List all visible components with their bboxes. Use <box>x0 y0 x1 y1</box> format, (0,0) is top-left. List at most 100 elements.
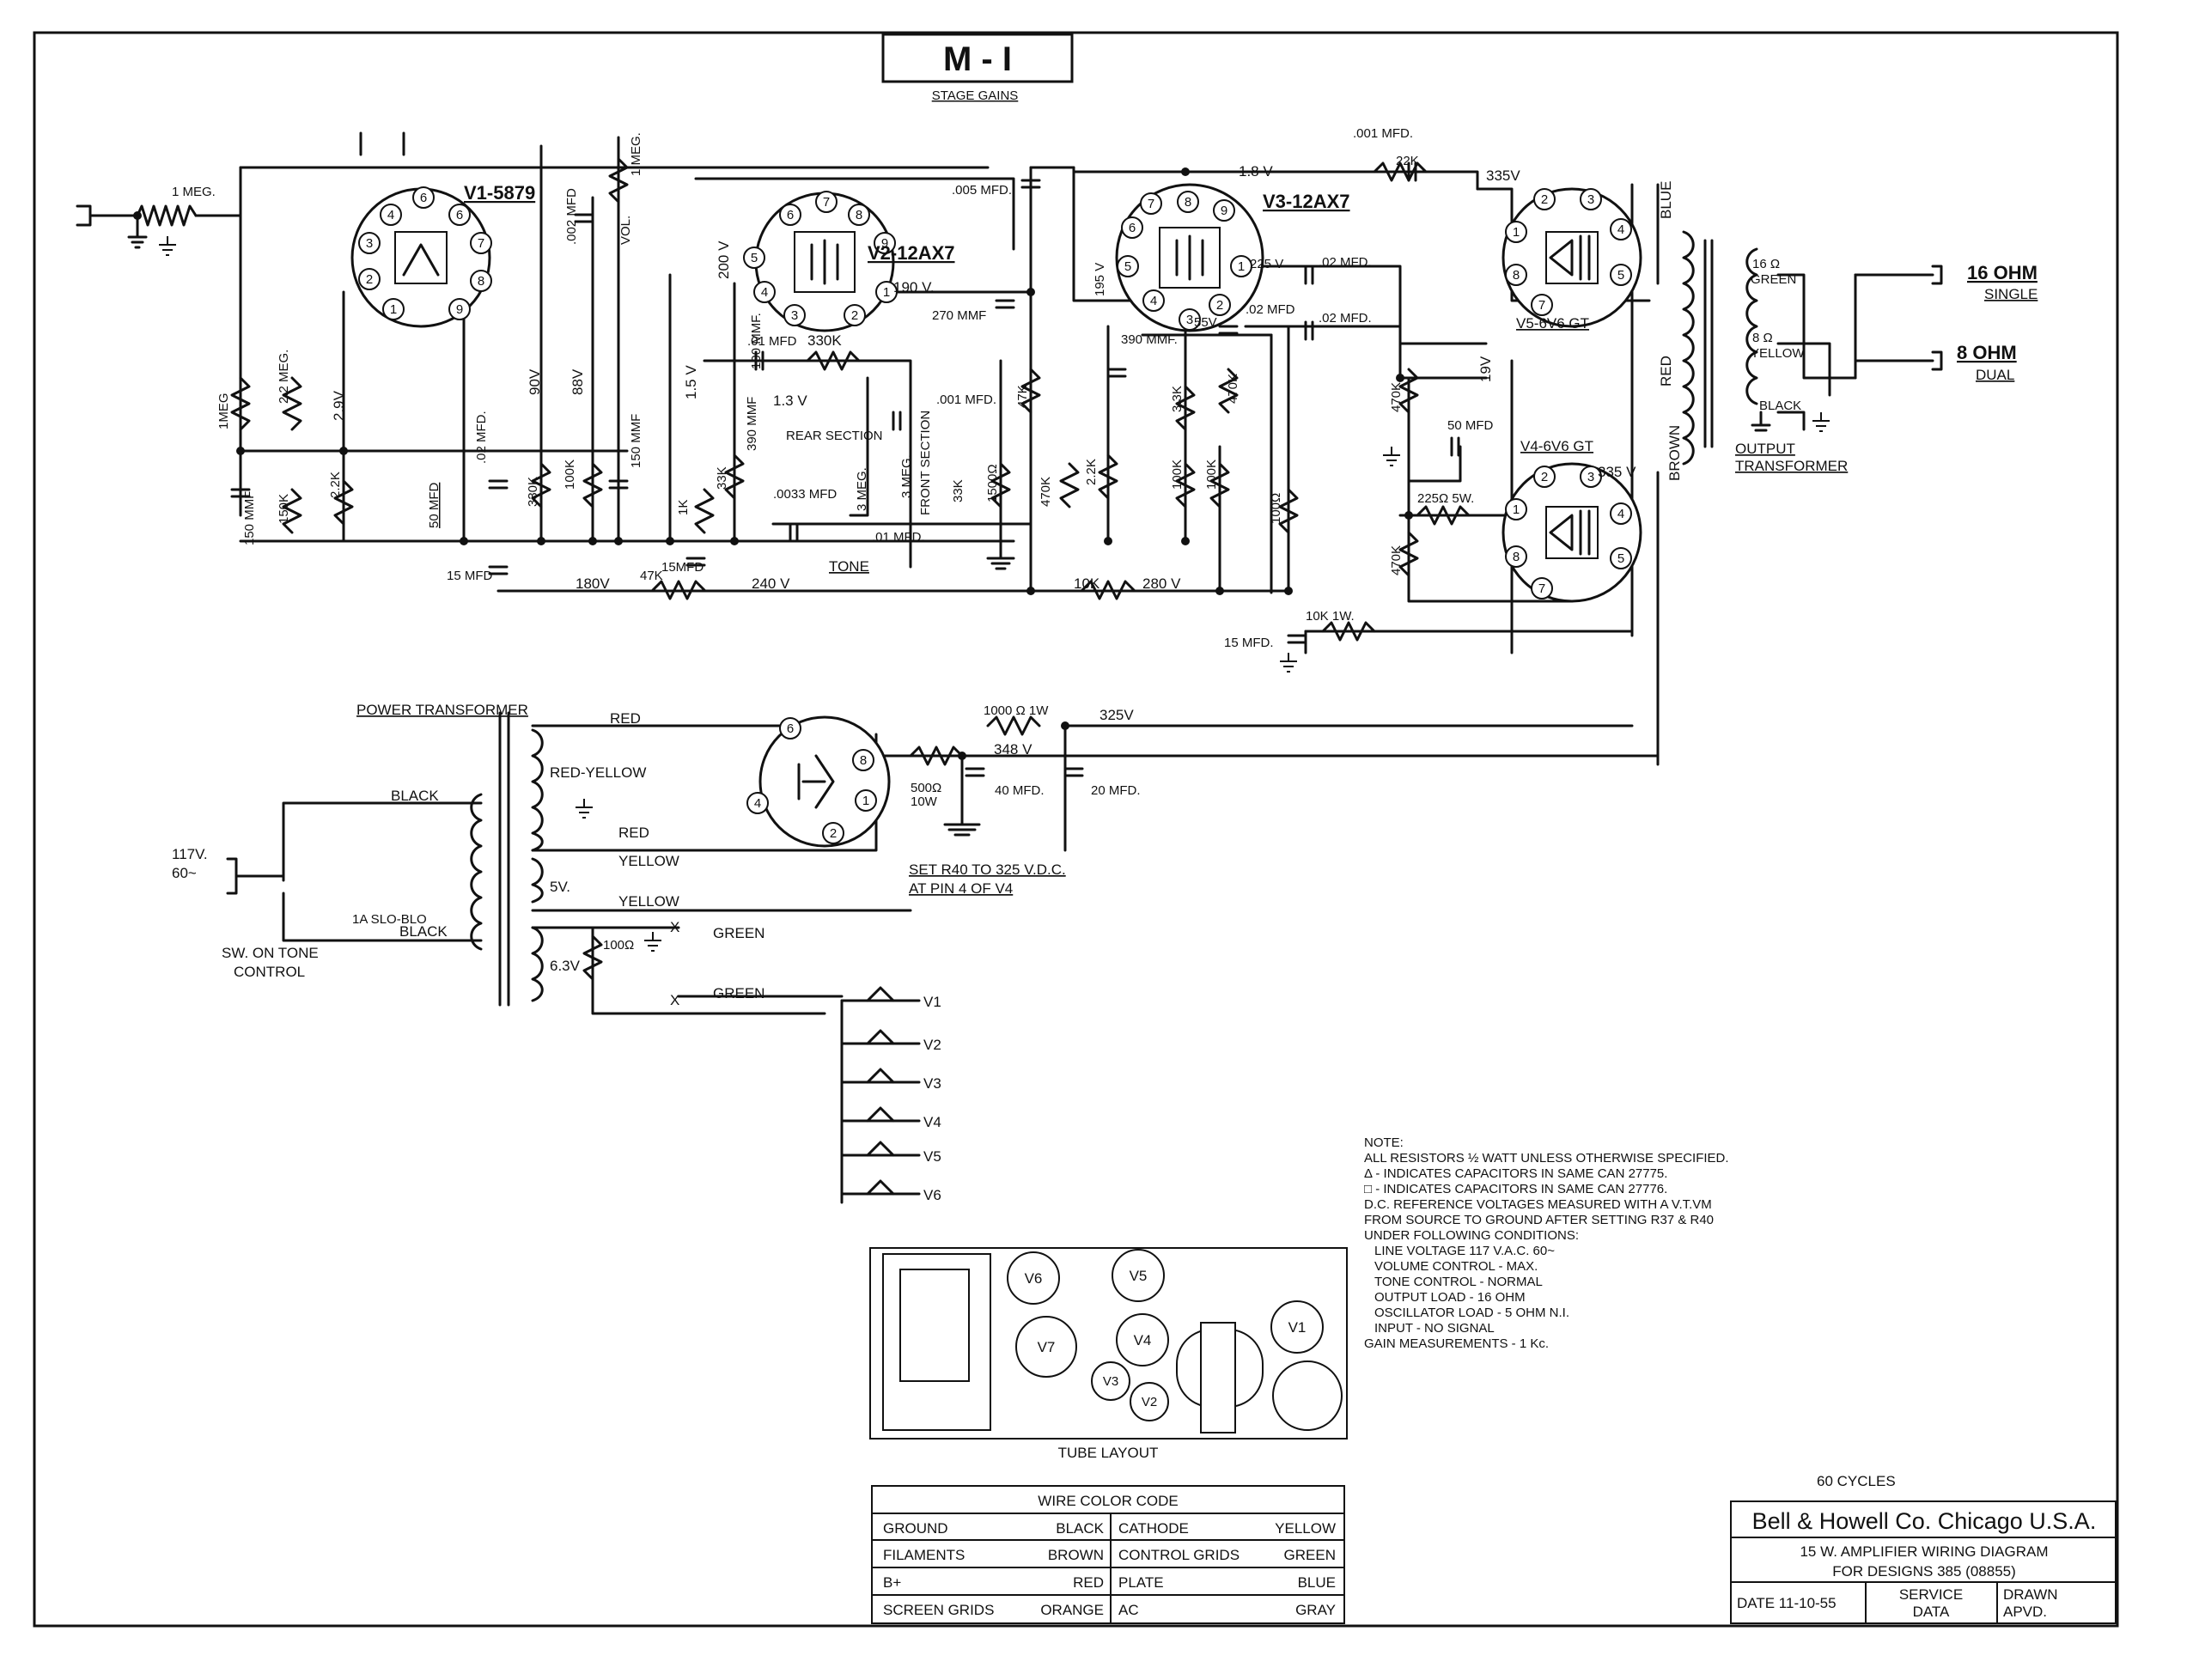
ot-black-label: BLACK <box>1759 399 1801 413</box>
svg-text:.001 MFD.: .001 MFD. <box>936 393 996 407</box>
tube-rectifier: 6 8 1 2 4 <box>746 715 891 848</box>
note-line: INPUT - NO SIGNAL <box>1374 1321 1495 1336</box>
out-8-ohm: 8 OHM <box>1957 342 2017 363</box>
ot-8ohm-tap: 8 Ω <box>1752 331 1773 345</box>
svg-text:1: 1 <box>862 794 869 808</box>
header: M - I STAGE GAINS <box>881 33 1074 103</box>
wcc-cell: CONTROL GRIDS <box>1118 1547 1240 1563</box>
note-line: LINE VOLTAGE 117 V.A.C. 60~ <box>1374 1244 1555 1258</box>
svg-text:TONE: TONE <box>829 558 869 575</box>
svg-text:5: 5 <box>1617 268 1624 283</box>
tube-v3: 7 8 9 1 2 3 4 5 6 V3-12AX7 <box>1115 183 1350 332</box>
wcc-cell: ORANGE <box>1040 1602 1104 1618</box>
pt-red-2: RED <box>618 825 649 841</box>
svg-text:20 MFD.: 20 MFD. <box>1091 783 1141 798</box>
svg-text:150 MMF: 150 MMF <box>242 491 257 545</box>
wcc-title: WIRE COLOR CODE <box>1038 1493 1178 1509</box>
wcc-cell: GRAY <box>1295 1602 1336 1618</box>
svg-text:1MEG: 1MEG <box>216 393 231 429</box>
apvd-field: APVD. <box>2003 1604 2047 1620</box>
svg-text:8: 8 <box>856 208 862 222</box>
title-block: 60 CYCLES Bell & Howell Co. Chicago U.S.… <box>1730 1473 2117 1624</box>
layout-v7: V7 <box>1038 1339 1056 1355</box>
drawing-title: M - I <box>943 40 1012 78</box>
wcc-cell: AC <box>1118 1602 1139 1618</box>
wcc-cell: BROWN <box>1048 1547 1104 1563</box>
svg-text:6: 6 <box>420 191 427 205</box>
svg-text:1 MEG.: 1 MEG. <box>172 185 216 199</box>
note-line: GAIN MEASUREMENTS - 1 Kc. <box>1364 1336 1549 1351</box>
wcc-cell: FILAMENTS <box>883 1547 965 1563</box>
svg-text:9: 9 <box>456 302 463 317</box>
svg-text:1000 Ω 1W: 1000 Ω 1W <box>984 703 1049 718</box>
tube-v5-pins: 2 3 4 5 7 8 1 <box>1505 188 1632 316</box>
svg-text:1: 1 <box>883 285 890 300</box>
filament-v3: V3 <box>923 1075 941 1092</box>
service-label-2: DATA <box>1913 1604 1950 1620</box>
switch-label-2: CONTROL <box>234 964 305 980</box>
pt-black-2: BLACK <box>399 923 448 940</box>
pt-red-1: RED <box>610 710 641 727</box>
svg-text:470K: 470K <box>1039 477 1053 507</box>
svg-text:7: 7 <box>1148 197 1154 211</box>
drawn-field: DRAWN <box>2003 1586 2058 1603</box>
svg-text:7: 7 <box>823 195 830 210</box>
svg-text:180V: 180V <box>576 575 610 592</box>
svg-text:3 MEG.: 3 MEG. <box>855 467 869 511</box>
svg-text:2: 2 <box>830 826 837 841</box>
wire-color-code-table: WIRE COLOR CODE GROUND BLACK CATHODE YEL… <box>871 1485 1345 1624</box>
svg-text:100K: 100K <box>1170 460 1185 490</box>
layout-v2: V2 <box>1142 1395 1157 1409</box>
svg-text:270 MMF: 270 MMF <box>932 308 986 323</box>
svg-text:8: 8 <box>478 274 484 289</box>
svg-text:4: 4 <box>387 208 394 222</box>
svg-text:40 MFD.: 40 MFD. <box>995 783 1045 798</box>
tube-v4-pins: 2 3 4 5 7 8 1 <box>1505 466 1632 600</box>
svg-text:10K: 10K <box>1074 575 1100 592</box>
filament-v6: V6 <box>923 1187 941 1203</box>
svg-text:.02 MFD.: .02 MFD. <box>1319 255 1372 270</box>
wcc-cell: YELLOW <box>1275 1520 1336 1537</box>
svg-text:8: 8 <box>860 753 867 768</box>
svg-text:.01 MFD.: .01 MFD. <box>872 530 925 545</box>
pt-5v: 5V. <box>550 879 570 895</box>
svg-text:500Ω: 500Ω <box>911 781 941 795</box>
tube-v3-pins: 7 8 9 1 2 3 4 5 6 <box>1117 191 1252 331</box>
svg-text:2.2K: 2.2K <box>1084 459 1099 485</box>
svg-text:8: 8 <box>1513 268 1520 283</box>
pt-yellow-2: YELLOW <box>618 893 679 910</box>
svg-text:.0033 MFD: .0033 MFD <box>773 487 837 502</box>
note-line: □ - INDICATES CAPACITORS IN SAME CAN 277… <box>1364 1182 1667 1196</box>
note-line: ALL RESISTORS ½ WATT UNLESS OTHERWISE SP… <box>1364 1151 1729 1166</box>
tube-layout: V6 V5 V7 V4 V3 V2 V1 TUBE LAYOUT <box>869 1247 1348 1461</box>
svg-text:5: 5 <box>1124 259 1131 274</box>
svg-text:VOL.: VOL. <box>618 216 633 245</box>
svg-text:22K: 22K <box>1396 154 1419 168</box>
svg-text:33K: 33K <box>715 466 729 490</box>
ot-brown-label: BROWN <box>1666 425 1683 481</box>
power-transformer: POWER TRANSFORMER RED RED-YELLOW RED YEL… <box>172 702 1066 1007</box>
svg-text:1K: 1K <box>676 500 691 515</box>
tube-v1-pins: 4 6 6 7 8 9 1 2 3 <box>358 186 492 320</box>
svg-text:9: 9 <box>1221 204 1227 218</box>
svg-text:9: 9 <box>881 236 888 251</box>
svg-text:15 MFD: 15 MFD <box>447 569 493 583</box>
tube-rectifier-pins: 6 8 1 2 4 <box>746 717 877 844</box>
svg-text:330K: 330K <box>807 332 842 349</box>
svg-text:.02 MFD.: .02 MFD. <box>474 411 489 464</box>
drawing-description-1: 15 W. AMPLIFIER WIRING DIAGRAM <box>1800 1543 2048 1560</box>
svg-text:470K: 470K <box>1389 545 1404 575</box>
note-line: UNDER FOLLOWING CONDITIONS: <box>1364 1228 1579 1243</box>
svg-text:390 MMF.: 390 MMF. <box>1121 332 1178 347</box>
ot-blue-label: BLUE <box>1658 181 1674 219</box>
svg-text:6: 6 <box>1129 221 1136 235</box>
cycles-label: 60 CYCLES <box>1817 1473 1896 1489</box>
svg-text:325V: 325V <box>1100 707 1134 723</box>
svg-text:5: 5 <box>751 251 758 265</box>
svg-text:.02 MFD: .02 MFD <box>1246 302 1295 317</box>
line-frequency: 60~ <box>172 865 197 881</box>
ot-16ohm-tap: 16 Ω <box>1752 257 1780 271</box>
svg-text:88V: 88V <box>570 368 586 395</box>
note-line: Δ - INDICATES CAPACITORS IN SAME CAN 277… <box>1364 1166 1667 1181</box>
